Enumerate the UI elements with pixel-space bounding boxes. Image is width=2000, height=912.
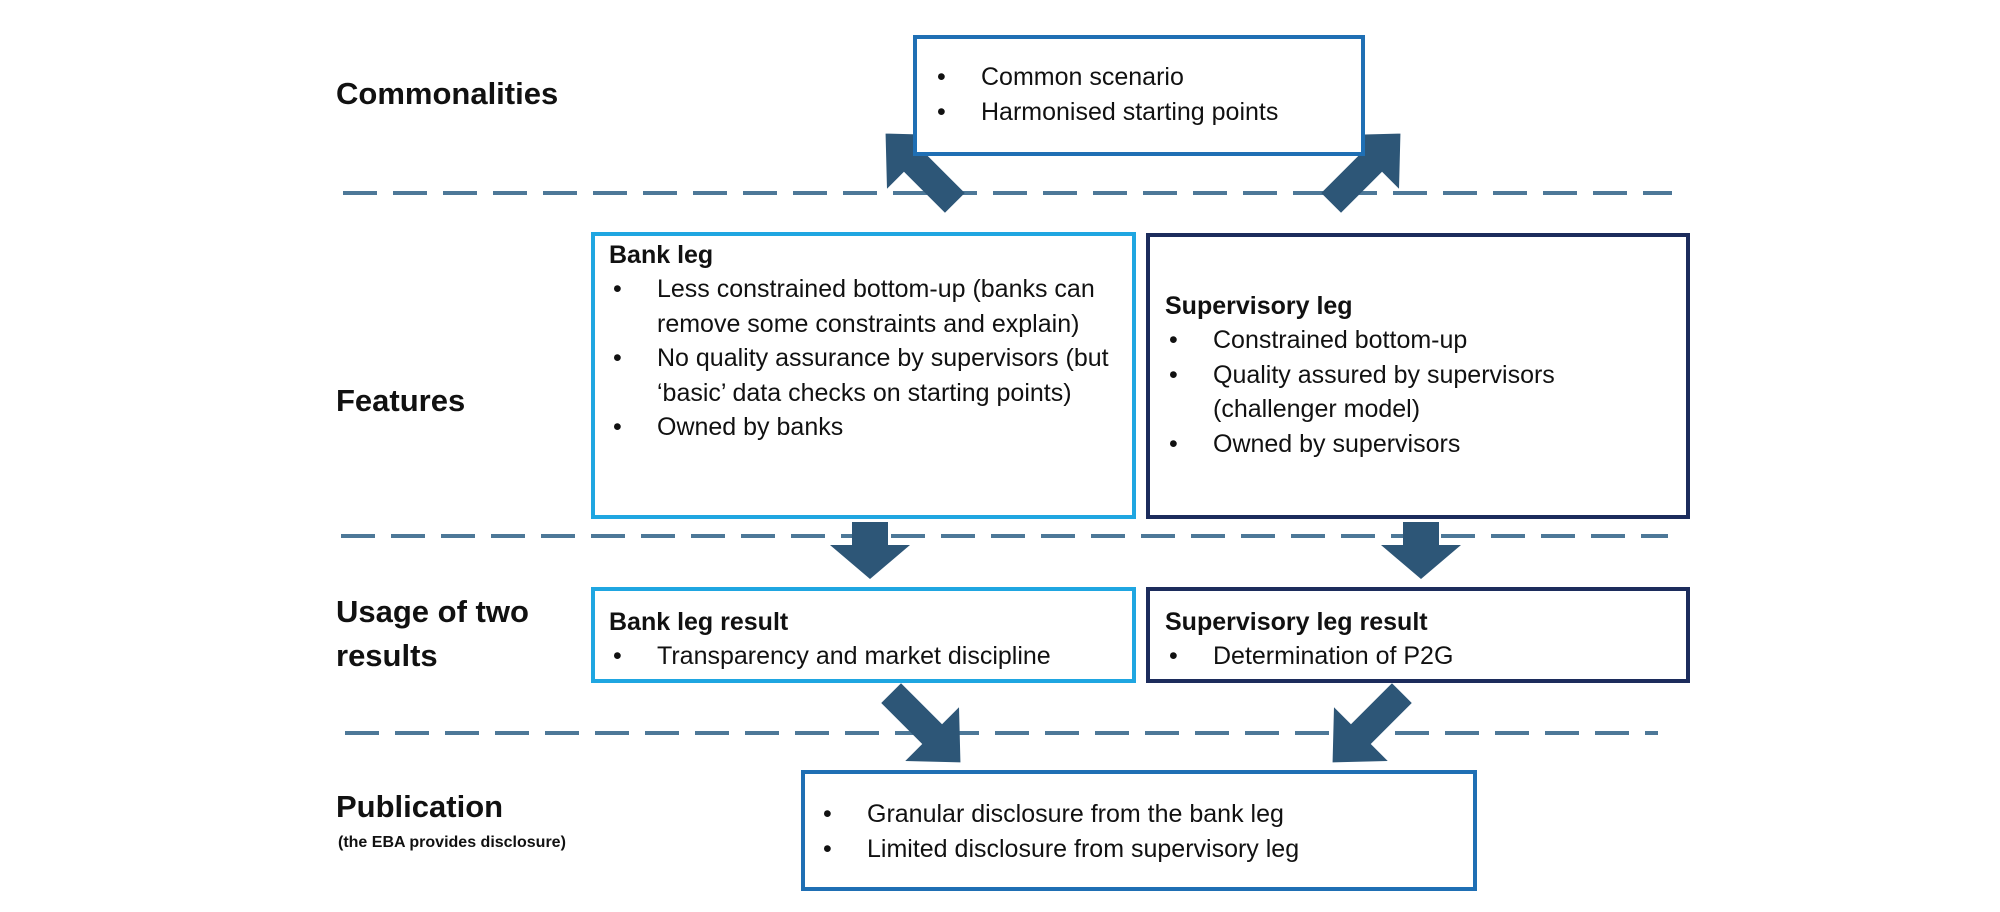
supervisory-leg-title: Supervisory leg	[1165, 292, 1353, 320]
supervisory-leg-result-list: Determination of P2G	[1165, 639, 1676, 674]
row-label-publication-note: (the EBA provides disclosure)	[338, 834, 566, 851]
arrow-to-supervisory-leg-result	[1381, 522, 1461, 579]
bank-leg-result-list: Transparency and market discipline	[609, 639, 1122, 674]
supervisory-leg-box: Supervisory leg Constrained bottom-up Qu…	[1146, 233, 1690, 519]
arrow-to-bank-leg-result	[830, 522, 910, 579]
list-item: Quality assured by supervisors (challeng…	[1165, 358, 1676, 427]
list-item: Harmonised starting points	[933, 95, 1351, 130]
commonalities-box: Common scenario Harmonised starting poin…	[913, 35, 1365, 156]
publication-box: Granular disclosure from the bank leg Li…	[801, 770, 1477, 891]
list-item: Owned by banks	[609, 410, 1122, 445]
row-label-publication: Publication	[336, 789, 504, 824]
bank-leg-box: Bank leg Less constrained bottom-up (ban…	[591, 232, 1136, 519]
list-item: Less constrained bottom-up (banks can re…	[609, 272, 1122, 341]
row-label-usage: Usage of two results	[336, 594, 529, 673]
bank-leg-result-box: Bank leg result Transparency and market …	[591, 587, 1136, 683]
list-item: Granular disclosure from the bank leg	[819, 797, 1463, 832]
arrow-to-supervisory-leg	[1321, 133, 1401, 213]
list-item: Owned by supervisors	[1165, 427, 1676, 462]
list-item: Common scenario	[933, 60, 1351, 95]
list-item: Limited disclosure from supervisory leg	[819, 832, 1463, 867]
arrow-to-bank-leg	[885, 133, 965, 213]
list-item: Transparency and market discipline	[609, 639, 1122, 674]
row-label-features: Features	[336, 383, 466, 418]
arrow-from-bank-result-to-publication	[881, 683, 961, 763]
bank-leg-result-title: Bank leg result	[609, 608, 789, 636]
list-item: No quality assurance by supervisors (but…	[609, 341, 1122, 410]
arrow-from-supervisory-result-to-publication	[1332, 683, 1412, 763]
publication-list: Granular disclosure from the bank leg Li…	[819, 797, 1463, 866]
supervisory-leg-result-title: Supervisory leg result	[1165, 608, 1428, 636]
supervisory-leg-result-box: Supervisory leg result Determination of …	[1146, 587, 1690, 683]
bank-leg-list: Less constrained bottom-up (banks can re…	[609, 272, 1122, 445]
commonalities-list: Common scenario Harmonised starting poin…	[933, 60, 1351, 129]
list-item: Determination of P2G	[1165, 639, 1676, 674]
bank-leg-title: Bank leg	[609, 241, 714, 269]
list-item: Constrained bottom-up	[1165, 323, 1676, 358]
supervisory-leg-list: Constrained bottom-up Quality assured by…	[1165, 323, 1676, 461]
row-label-commonalities: Commonalities	[336, 76, 559, 111]
